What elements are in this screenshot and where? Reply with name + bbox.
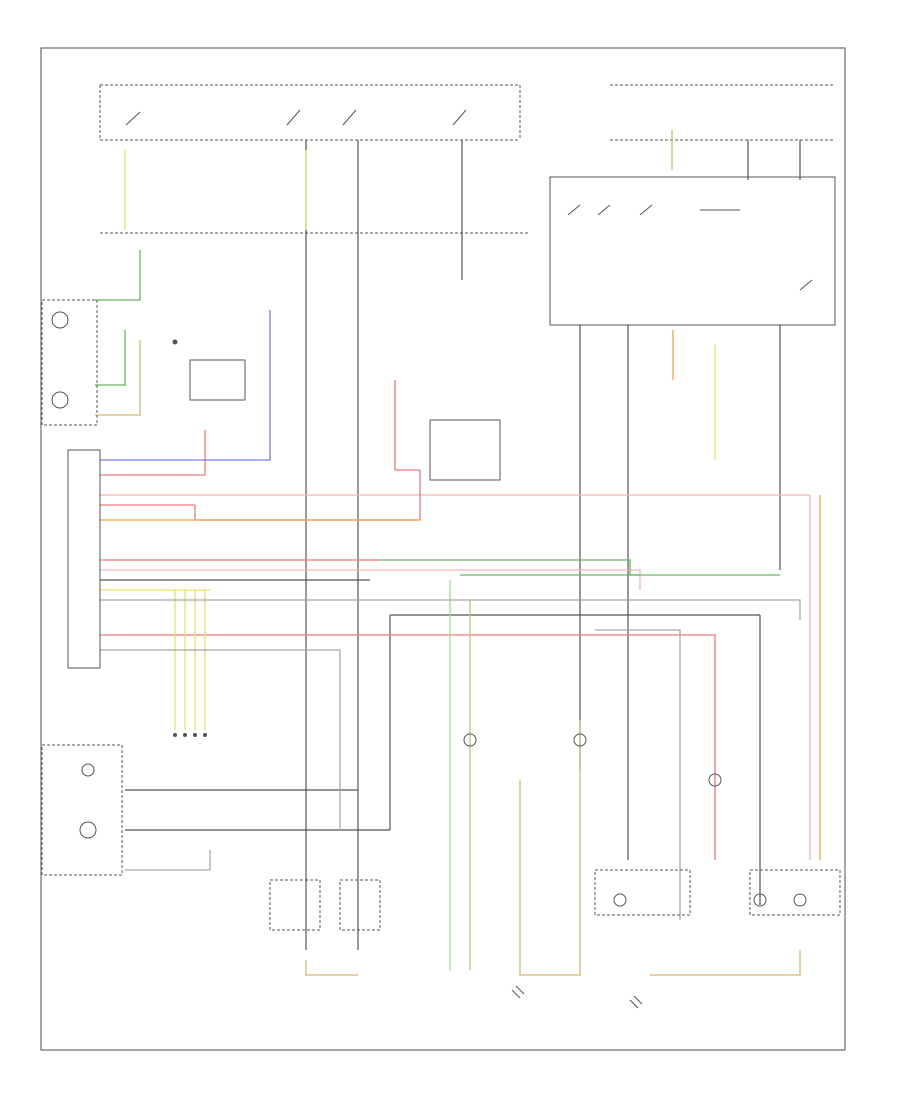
top-fuse-box-left <box>99 84 530 234</box>
red-wires <box>100 380 811 860</box>
top-fuse-box-right <box>549 84 836 326</box>
green-wires <box>95 250 780 970</box>
yellow-wires <box>95 130 801 976</box>
ground-symbols <box>511 985 643 1009</box>
component-modules <box>41 359 841 931</box>
black-wires <box>100 140 801 950</box>
connector-block <box>67 449 101 669</box>
misc-wires <box>100 310 821 920</box>
connector-pins <box>172 339 207 737</box>
diagram-border <box>40 47 846 1051</box>
left-bulbs <box>41 299 98 426</box>
